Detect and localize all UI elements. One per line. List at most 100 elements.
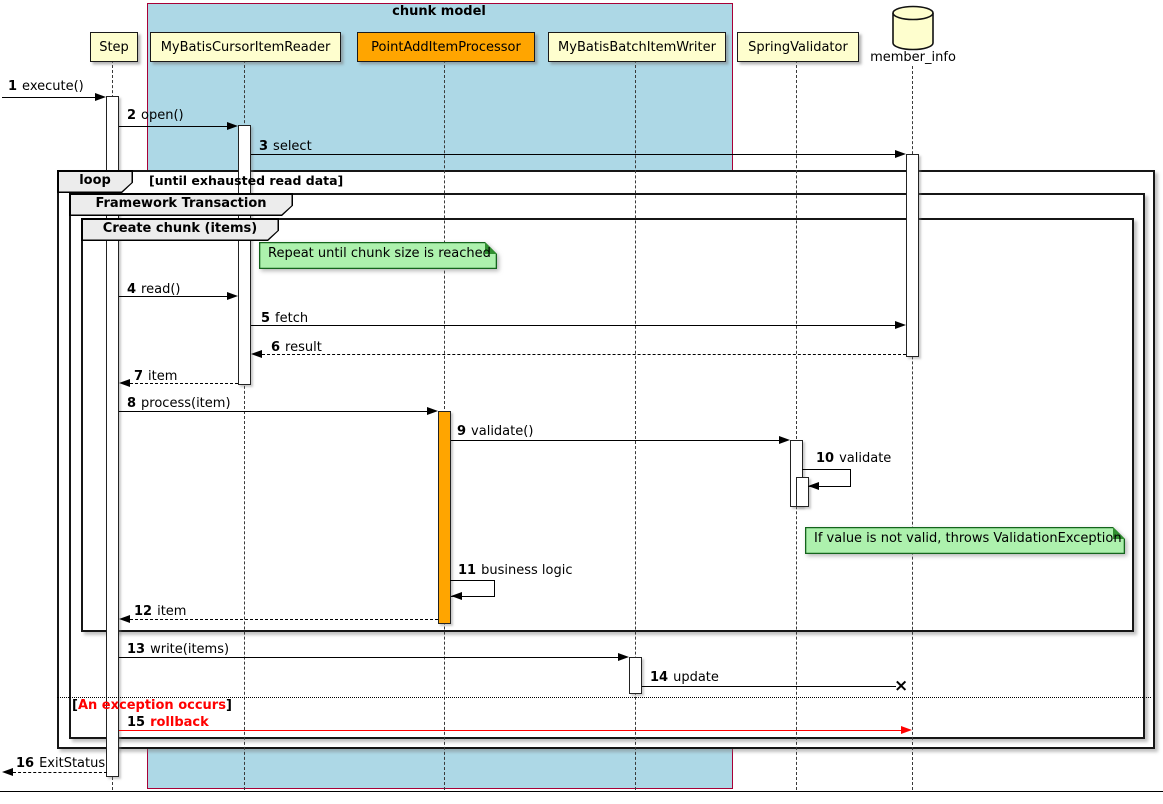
message-10-line-out [802, 469, 851, 470]
note2-fill [806, 528, 1123, 552]
create-chunk-label: Create chunk (items) [81, 218, 279, 241]
lifeline-springvalidator [796, 60, 797, 790]
divider-bracket-open: [ [72, 698, 78, 713]
cc-pentagon-fill [83, 220, 278, 240]
message-14-line [642, 686, 896, 687]
ft-pentagon-fill [71, 195, 292, 215]
message-8-label: 8 process(item) [127, 396, 231, 411]
participant-validator-label: SpringValidator [748, 39, 848, 55]
message-4-text: read() [141, 282, 181, 297]
loop-frame-label: loop [57, 170, 133, 193]
note1-fill [260, 243, 495, 267]
participant-member-info-label: member_info [870, 50, 956, 65]
message-5-line [251, 325, 896, 326]
message-9-line [451, 440, 779, 441]
message-13-arrowhead [618, 653, 629, 661]
loop-condition: [until exhausted read data] [149, 173, 344, 188]
message-16-text: ExitStatus [39, 756, 106, 771]
message-10-arrowhead [808, 482, 819, 490]
message-3-label: 3 select [259, 139, 312, 154]
exception-divider-line [57, 697, 1151, 698]
message-16-arrowhead [2, 768, 13, 776]
message-15-text: rollback [150, 715, 209, 730]
message-12-arrowhead [119, 615, 130, 623]
message-2-num: 2 [127, 108, 137, 123]
note2-text: If value is not valid, throws Validation… [814, 531, 1122, 546]
message-8-text: process(item) [141, 396, 231, 411]
message-6-num: 6 [271, 340, 281, 355]
message-11-label: 11 business logic [458, 563, 572, 578]
message-7-text: item [148, 369, 178, 384]
message-11-line-back [451, 596, 495, 597]
message-11-line-down [494, 580, 495, 596]
activation-processor [438, 411, 451, 624]
message-1-num: 1 [8, 79, 18, 94]
note-repeat-chunk: Repeat until chunk size is reached [259, 242, 497, 269]
message-11-num: 11 [458, 563, 477, 578]
database-icon [891, 5, 935, 56]
participant-processor-label: PointAddItemProcessor [371, 39, 521, 55]
activation-writer [629, 657, 642, 694]
message-11-line-out [450, 580, 495, 581]
exception-divider-label: [An exception occurs] [72, 698, 232, 713]
message-9-text: validate() [471, 424, 534, 439]
message-10-text: validate [839, 451, 892, 466]
message-5-arrowhead [895, 321, 906, 329]
message-4-num: 4 [127, 282, 137, 297]
message-9-label: 9 validate() [457, 424, 533, 439]
message-13-text: write(items) [150, 642, 230, 657]
message-14-text: update [673, 670, 719, 685]
message-12-text: item [157, 604, 187, 619]
activation-step [106, 96, 119, 777]
message-3-text: select [273, 139, 312, 154]
destroy-x-icon: × [894, 676, 909, 696]
message-8-num: 8 [127, 396, 137, 411]
message-7-label: 7 item [134, 369, 177, 384]
note1-text: Repeat until chunk size is reached [268, 246, 491, 261]
message-15-arrowhead [901, 726, 912, 734]
message-10-num: 10 [816, 451, 835, 466]
bottom-edge [0, 791, 1163, 792]
message-2-arrowhead [227, 122, 238, 130]
participant-step: Step [90, 32, 138, 62]
message-2-line [119, 126, 228, 127]
message-14-num: 14 [650, 670, 669, 685]
message-9-arrowhead [779, 436, 790, 444]
message-7-line [130, 383, 238, 384]
message-7-num: 7 [134, 369, 144, 384]
message-1-arrowhead [95, 93, 106, 101]
message-4-label: 4 read() [127, 282, 180, 297]
activation-validator-nested [796, 477, 809, 507]
participant-pointadditemprocessor: PointAddItemProcessor [357, 32, 535, 62]
message-3-line [251, 154, 896, 155]
message-15-num: 15 [127, 715, 146, 730]
participant-reader-label: MyBatisCursorItemReader [160, 39, 331, 55]
message-1-label: 1 execute() [8, 79, 84, 94]
message-5-label: 5 fetch [261, 311, 308, 326]
message-7-arrowhead [119, 379, 130, 387]
message-5-text: fetch [275, 311, 309, 326]
message-8-arrowhead [427, 407, 438, 415]
message-13-label: 13 write(items) [127, 642, 229, 657]
message-10-line-down [850, 469, 851, 486]
message-12-num: 12 [134, 604, 153, 619]
message-6-arrowhead [251, 350, 262, 358]
message-5-num: 5 [261, 311, 271, 326]
message-13-num: 13 [127, 642, 146, 657]
message-6-line [262, 354, 906, 355]
participant-writer-label: MyBatisBatchItemWriter [558, 39, 716, 55]
activation-member-info [906, 154, 919, 357]
lifeline-member-info [912, 66, 913, 790]
message-11-text: business logic [481, 563, 573, 578]
message-12-line [130, 619, 438, 620]
message-9-num: 9 [457, 424, 467, 439]
message-16-num: 16 [16, 756, 35, 771]
message-4-arrowhead [227, 292, 238, 300]
create-chunk-frame [81, 218, 1134, 632]
loop-pentagon-fill [59, 172, 132, 192]
message-1-text: execute() [22, 79, 84, 94]
cc-label-text: Create chunk (items) [102, 221, 258, 236]
message-14-label: 14 update [650, 670, 719, 685]
message-3-num: 3 [259, 139, 269, 154]
